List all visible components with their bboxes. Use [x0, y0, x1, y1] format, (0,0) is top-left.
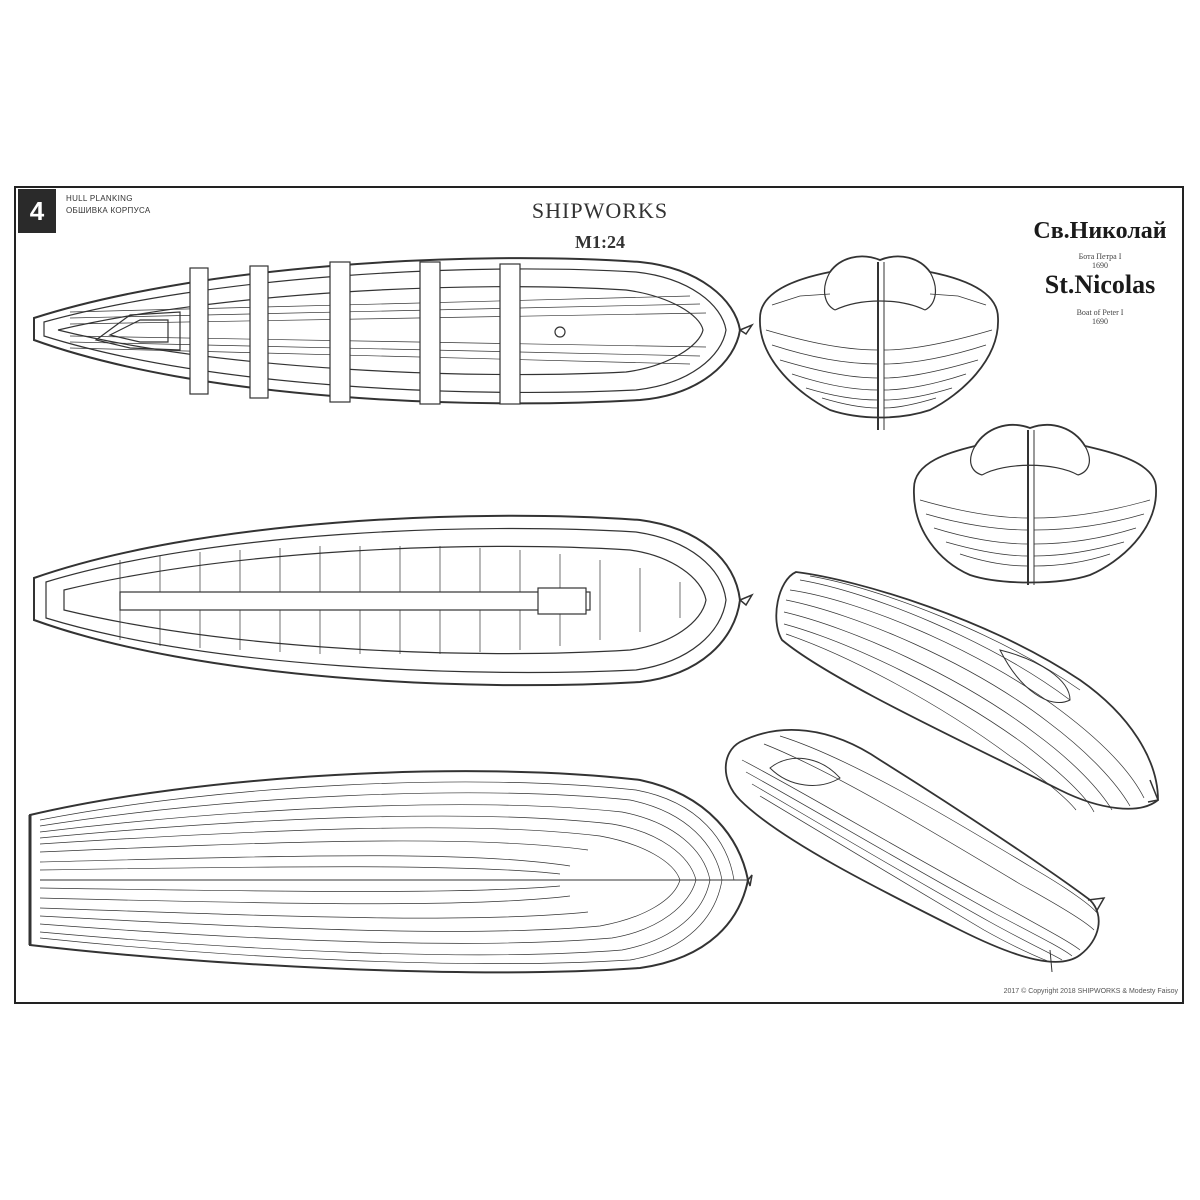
- subtitle-russian: Бота Петра I: [1078, 252, 1122, 261]
- keelson: [119, 591, 591, 611]
- thwart: [249, 265, 269, 399]
- title-russian: Св.Николай: [1033, 218, 1167, 244]
- plan-view-bottom-planking: [28, 770, 753, 974]
- sheet-subtitle-line2: ОБШИВКА КОРПУСА: [66, 206, 151, 215]
- sheet-number-box: 4: [18, 189, 56, 233]
- planks-perspective-lower: [741, 735, 1099, 963]
- title-english: St.Nicolas: [1044, 270, 1156, 299]
- sheet-number: 4: [29, 195, 45, 226]
- end-view-bow: [759, 255, 999, 430]
- thwart: [419, 261, 441, 405]
- plan-view-interior-frames: [33, 514, 754, 687]
- thwart: [189, 267, 209, 395]
- perspective-hull-lower: [724, 729, 1106, 973]
- brand-name: SHIPWORKS: [531, 198, 669, 223]
- frames-end-view2: [919, 499, 1151, 567]
- frames-end-view1: [765, 329, 993, 409]
- copyright-note: 2017 © Copyright 2018 SHIPWORKS & Modest…: [1003, 988, 1178, 995]
- planks-perspective-upper: [783, 575, 1145, 813]
- mast-step: [554, 326, 566, 338]
- planks-view3: [39, 781, 735, 964]
- plan-view-interior-thwarts: [33, 257, 754, 405]
- thwart: [329, 261, 351, 403]
- subtitle-english: Boat of Peter I: [1076, 308, 1124, 317]
- thwart: [499, 263, 521, 405]
- sheet-subtitle-line1: HULL PLANKING: [66, 194, 133, 203]
- year-english: 1690: [1092, 317, 1108, 326]
- year-russian: 1690: [1092, 261, 1108, 270]
- perspective-hull-upper: [775, 571, 1160, 813]
- end-view-stern: [913, 424, 1157, 585]
- plank-seams-view1: [69, 295, 707, 365]
- mast-partner: [537, 587, 587, 615]
- scale-label: M1:24: [575, 232, 625, 252]
